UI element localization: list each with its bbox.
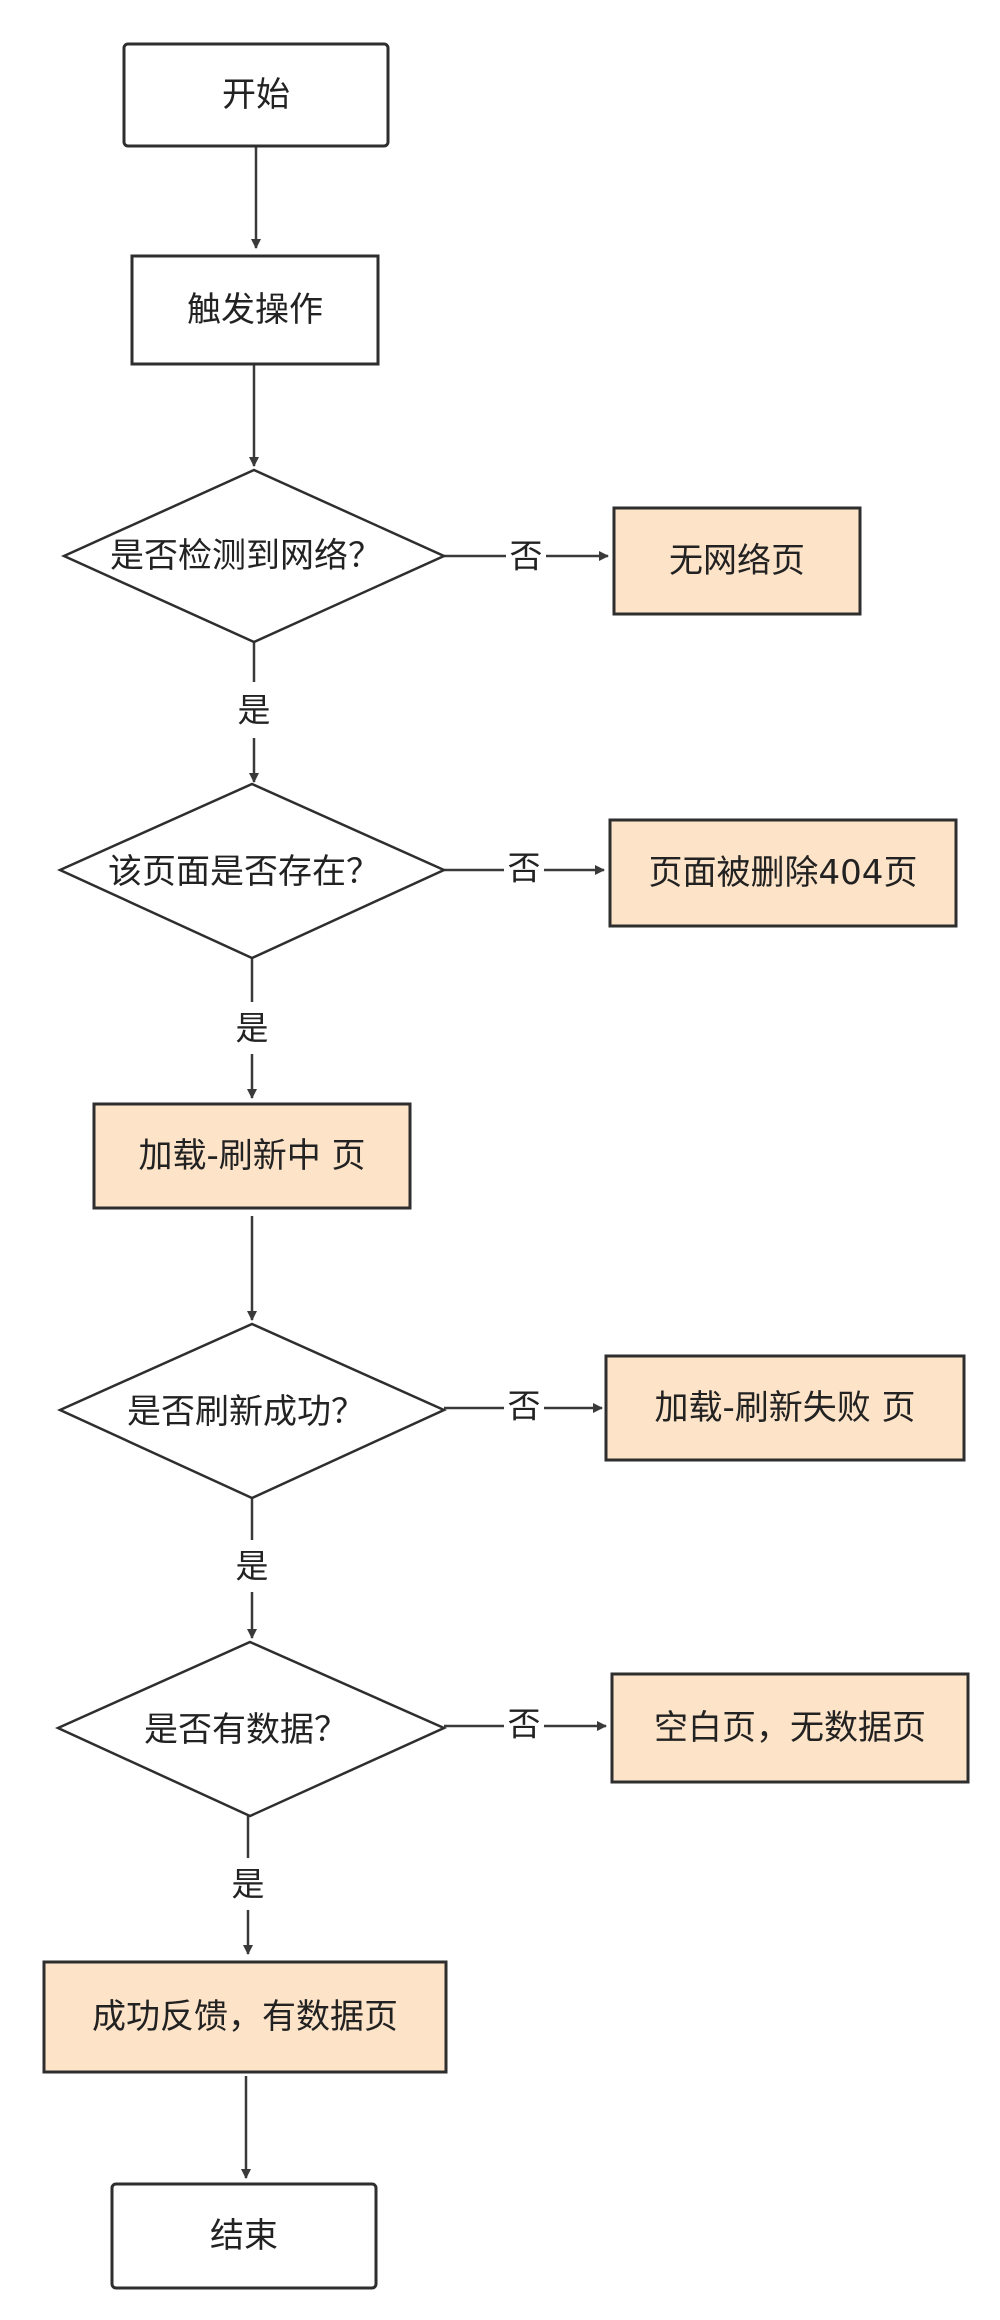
edges — [241, 146, 609, 2179]
refresh-success-decision — [56, 1322, 448, 1500]
trigger-node-label: 触发操作 — [187, 290, 323, 330]
no-network-page-label: 无网络页 — [669, 541, 805, 581]
page-404-label: 页面被删除404页 — [649, 853, 918, 893]
success-page-label: 成功反馈，有数据页 — [92, 1997, 398, 2037]
loading-page-label: 加载-刷新中 页 — [138, 1136, 365, 1176]
trigger-node — [130, 254, 380, 366]
edge-label-data-yes: 是 — [232, 1865, 265, 1904]
nodes: 开始 触发操作 是否检测到网络？ 无网络页 该页面是否存在？ 页面被删除404页… — [42, 42, 970, 2290]
edge-label-network-yes: 是 — [238, 691, 271, 730]
edge-labels: 否 是 否 是 否 是 否 是 — [232, 537, 543, 1904]
has-data-label: 是否有数据？ — [144, 1710, 348, 1750]
network-check-label: 是否检测到网络？ — [110, 536, 382, 576]
empty-page-label: 空白页，无数据页 — [654, 1708, 926, 1748]
loading-page-node — [92, 1102, 412, 1210]
end-node-label: 结束 — [210, 2216, 278, 2256]
edge-label-refresh-no: 否 — [508, 1387, 541, 1426]
edge-label-exists-yes: 是 — [236, 1009, 269, 1048]
refresh-success-label: 是否刷新成功？ — [127, 1392, 365, 1432]
page-exists-decision — [56, 782, 448, 960]
edge-label-refresh-yes: 是 — [236, 1547, 269, 1586]
refresh-fail-page-node — [604, 1354, 966, 1462]
refresh-fail-page-label: 加载-刷新失败 页 — [654, 1388, 915, 1428]
edge-label-data-no: 否 — [508, 1705, 541, 1744]
edge-label-network-no: 否 — [510, 537, 543, 576]
empty-page-node — [610, 1672, 970, 1784]
network-check-decision — [60, 468, 448, 644]
page-exists-label: 该页面是否存在？ — [108, 852, 380, 892]
no-network-page-node — [612, 506, 862, 616]
has-data-decision — [54, 1640, 448, 1818]
start-node — [122, 42, 390, 148]
edge-label-exists-no: 否 — [508, 849, 541, 888]
end-node — [110, 2182, 378, 2290]
page-404-node — [608, 818, 958, 928]
success-page-node — [42, 1960, 448, 2074]
start-node-label: 开始 — [222, 75, 290, 115]
